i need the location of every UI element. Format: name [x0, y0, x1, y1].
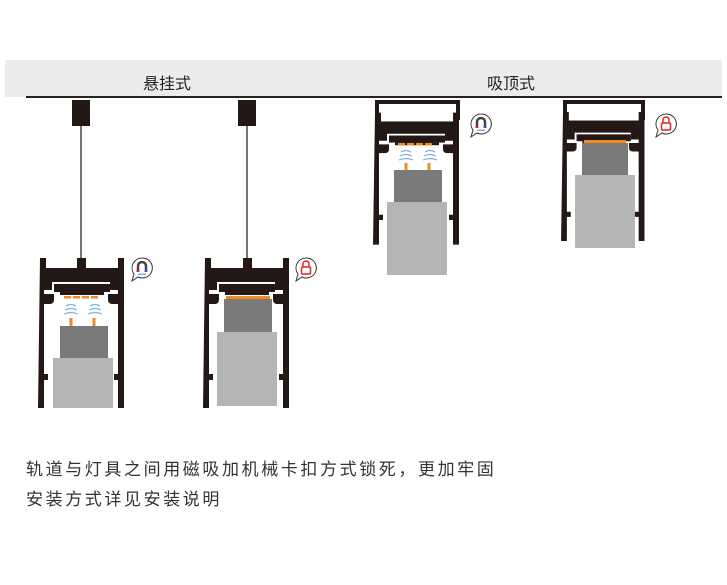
- header-band: [5, 60, 722, 97]
- ceiling-fixture-locked: [561, 100, 678, 248]
- lock-icon: [655, 113, 678, 138]
- lamp-body: [217, 332, 277, 406]
- magnet-icon: [469, 112, 493, 139]
- pendant-fixture-locked: [203, 100, 318, 408]
- ceiling-canopy: [238, 100, 256, 126]
- lamp-body: [53, 358, 113, 408]
- lamp-body: [387, 202, 447, 275]
- lock-icon: [295, 257, 318, 282]
- magnetic-module: [582, 143, 628, 177]
- ceiling-fixture-magnet: [373, 100, 493, 275]
- pendant-mount-label: 悬挂式: [143, 74, 192, 93]
- description-line-1: 轨道与灯具之间用磁吸加机械卡扣方式锁死，更加牢固: [26, 460, 497, 480]
- magnet-icon: [130, 256, 154, 283]
- magnetic-module: [60, 326, 108, 360]
- magnetic-module: [394, 170, 442, 204]
- pendant-fixture-magnet: [38, 100, 154, 408]
- magnetic-module: [224, 299, 272, 334]
- ceiling-line: [26, 96, 722, 98]
- lamp-body: [575, 175, 635, 248]
- ceiling-mount-label: 吸顶式: [487, 74, 536, 93]
- description-line-2: 安装方式详见安装说明: [26, 490, 222, 510]
- ceiling-canopy: [72, 100, 90, 126]
